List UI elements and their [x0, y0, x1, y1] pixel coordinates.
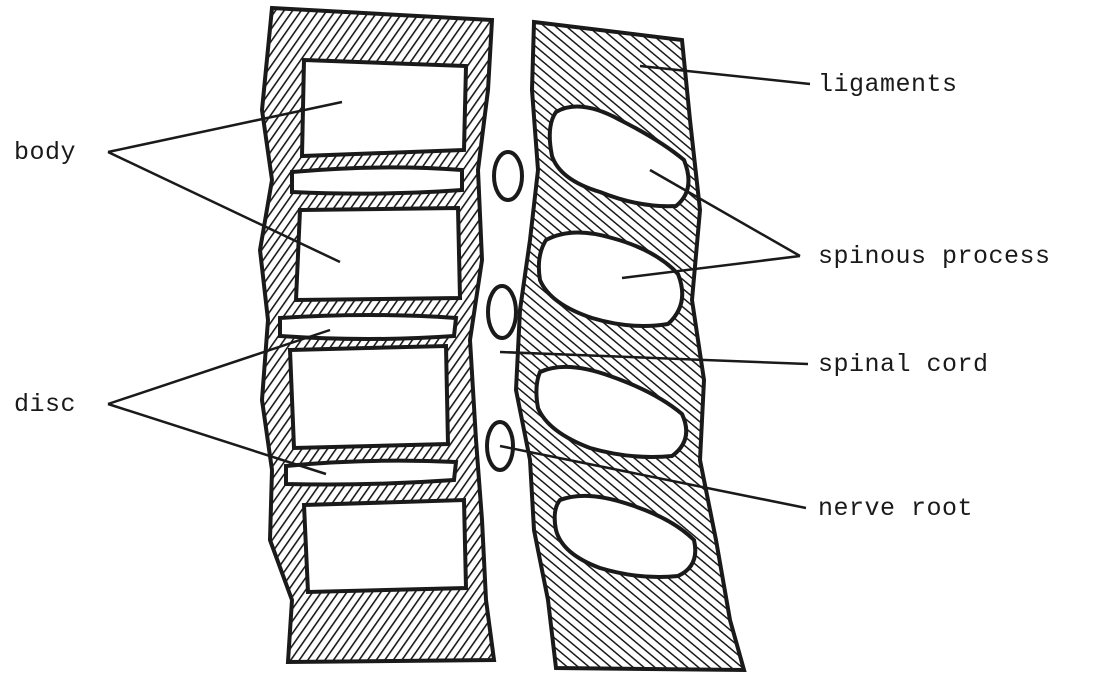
nerve-root-oval-2	[488, 286, 516, 338]
disc-2	[280, 315, 456, 339]
label-spinal-cord: spinal cord	[818, 352, 989, 377]
vertebral-body-4	[304, 500, 466, 592]
vertebral-body-1	[302, 60, 466, 156]
label-spinous-process: spinous process	[818, 244, 1051, 269]
disc-1	[292, 167, 462, 193]
nerve-root-oval-1	[494, 152, 522, 200]
label-body: body	[14, 140, 76, 165]
label-nerve-root: nerve root	[818, 496, 973, 521]
vertebral-body-3	[290, 346, 448, 448]
label-ligaments: ligaments	[818, 72, 958, 97]
disc-3	[286, 461, 456, 485]
label-disc: disc	[14, 392, 76, 417]
